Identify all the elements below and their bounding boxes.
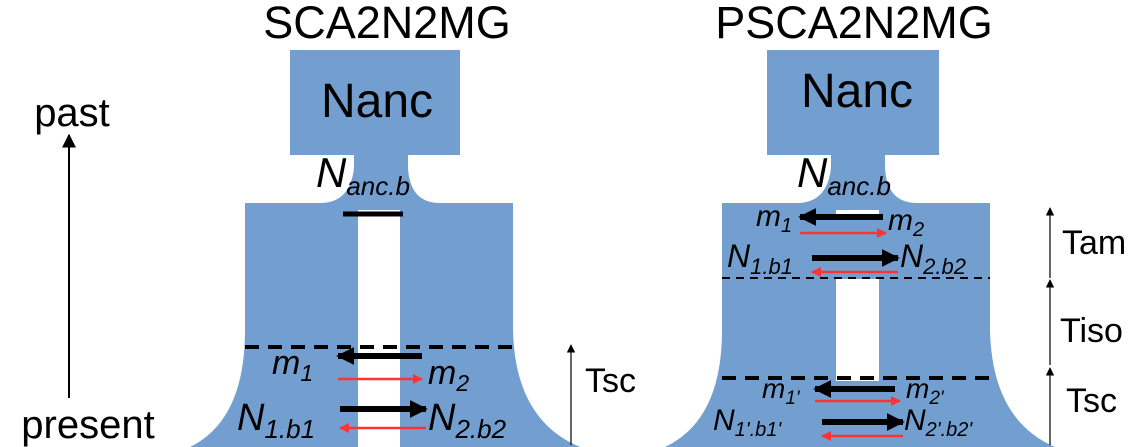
right-ancient-m2-label: m2 bbox=[888, 204, 924, 241]
left-n1-label: N1.b1 bbox=[237, 397, 315, 444]
right-model-title: PSCA2N2MG bbox=[715, 0, 993, 48]
right-recent-n1-label: N1'.b1' bbox=[713, 404, 782, 441]
right-recent-m1-label: m1' bbox=[762, 373, 801, 409]
right-nanc-label: Nanc bbox=[801, 65, 913, 118]
right-ancient-n2-label: N2.b2 bbox=[900, 238, 966, 279]
left-m2-label: m2 bbox=[428, 354, 469, 396]
past-label: past bbox=[34, 91, 110, 135]
right-ancient-n1-label: N1.b1 bbox=[727, 238, 793, 279]
left-nanc-label: Nanc bbox=[321, 75, 433, 128]
right-tsc-label: Tsc bbox=[1066, 382, 1117, 420]
left-m1-label: m1 bbox=[272, 344, 313, 386]
present-label: present bbox=[21, 403, 154, 447]
left-model-title: SCA2N2MG bbox=[263, 0, 511, 48]
right-tam-label: Tam bbox=[1062, 224, 1126, 262]
time-axis: past present bbox=[21, 91, 154, 447]
right-ancient-m1-label: m1 bbox=[756, 200, 792, 237]
right-ancient-migration-band bbox=[836, 217, 879, 279]
left-n2-label: N2.b2 bbox=[428, 397, 507, 444]
left-tsc-label: Tsc bbox=[585, 362, 636, 400]
right-recent-m2-label: m2' bbox=[906, 373, 945, 409]
right-nancb-label: Nanc.b bbox=[797, 149, 891, 201]
right-tiso-label: Tiso bbox=[1060, 312, 1123, 350]
right-panel: PSCA2N2MG Nanc Nanc.b m1 m2 N1.b1 N2.b2 … bbox=[665, 0, 1126, 447]
right-recent-n2-label: N2'.b2' bbox=[904, 404, 973, 441]
left-nancb-label: Nanc.b bbox=[316, 149, 410, 201]
left-panel: SCA2N2MG Nanc Nanc.b m1 m2 N1.b1 N2.b2 T… bbox=[190, 0, 636, 447]
